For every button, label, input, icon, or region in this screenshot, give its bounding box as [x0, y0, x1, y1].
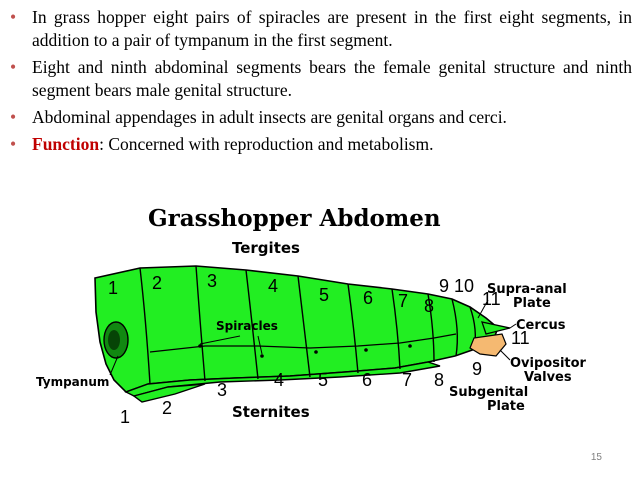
bullet-mark: • [10, 7, 17, 27]
sternite-number: 5 [318, 370, 328, 390]
page-number: 15 [590, 452, 602, 463]
sternites-label: Sternites [232, 403, 310, 421]
sternite-plate [132, 383, 206, 403]
tergite-number: 3 [207, 271, 217, 291]
tympanum-label: Tympanum [36, 375, 109, 389]
sternite-number: 3 [217, 380, 227, 400]
tergite-number: 5 [319, 285, 329, 305]
tergite-number: 1 [108, 278, 118, 298]
bullet-item: • In grass hopper eight pairs of spiracle… [10, 6, 632, 52]
function-keyword: Function [32, 134, 100, 154]
cercus-label: Cercus [516, 318, 566, 333]
ovipositor-valves [469, 333, 507, 357]
subgenital-label: Subgenital [449, 385, 528, 400]
spiracle-line [149, 333, 457, 353]
subgenital-label: Plate [487, 399, 525, 414]
bullet-mark: • [10, 134, 17, 154]
tergite-divisions [139, 265, 477, 385]
ovipositor-label: Valves [524, 370, 572, 385]
bullet-text: Eight and ninth abdominal segments bears… [32, 57, 632, 100]
tergites-label: Tergites [232, 239, 300, 257]
diagram-title: Grasshopper Abdomen [148, 205, 441, 232]
bullet-text: : Concerned with reproduction and metabo… [99, 134, 434, 154]
bullet-mark: • [10, 57, 17, 77]
abdomen-body [94, 265, 499, 393]
spiracle-pointers [199, 335, 263, 355]
sternite-number: 9 [472, 359, 482, 379]
tympanum-inner [108, 330, 120, 350]
bullet-item: • Abdominal appendages in adult insects a… [10, 106, 632, 129]
ovipositor-pointer [499, 349, 511, 361]
bullet-text: Abdominal appendages in adult insects ar… [32, 107, 507, 127]
spiracles-label: Spiracles [216, 319, 278, 333]
bullet-item: • Eight and ninth abdominal segments bear… [10, 56, 632, 102]
tergite-number: 6 [363, 288, 373, 308]
supra-anal-label: Supra-anal [487, 282, 567, 297]
sternite-number: 4 [274, 370, 284, 390]
supra-anal-pointer [477, 299, 489, 319]
sternite-number: 7 [402, 370, 412, 390]
sternite-number: 2 [162, 398, 172, 418]
tergite-number: 7 [398, 291, 408, 311]
sternite-number: 1 [120, 407, 130, 427]
bullet-text: In grass hopper eight pairs of spiracles… [32, 7, 632, 50]
tergite-number: 9 [439, 276, 449, 296]
bullet-mark: • [10, 107, 17, 127]
tergite-number: 10 [454, 276, 474, 296]
segment-11-number: 11 [482, 289, 501, 309]
spiracle-dots [198, 344, 412, 358]
sternite-number: 6 [362, 370, 372, 390]
tergite-number: 2 [152, 273, 162, 293]
segment-11-number: 11 [511, 328, 530, 348]
tergite-number: 8 [424, 296, 434, 316]
ovipositor-label: Ovipositor [510, 356, 587, 371]
supra-anal-label: Plate [513, 296, 551, 311]
tympanum-pointer [109, 355, 119, 376]
cercus [481, 321, 511, 335]
tergite-number: 4 [268, 276, 278, 296]
cercus-pointer [509, 323, 517, 329]
bullet-list: • In grass hopper eight pairs of spiracle… [10, 6, 632, 160]
bullet-item: • Function: Concerned with reproduction a… [10, 133, 632, 156]
sternite-number: 8 [434, 370, 444, 390]
